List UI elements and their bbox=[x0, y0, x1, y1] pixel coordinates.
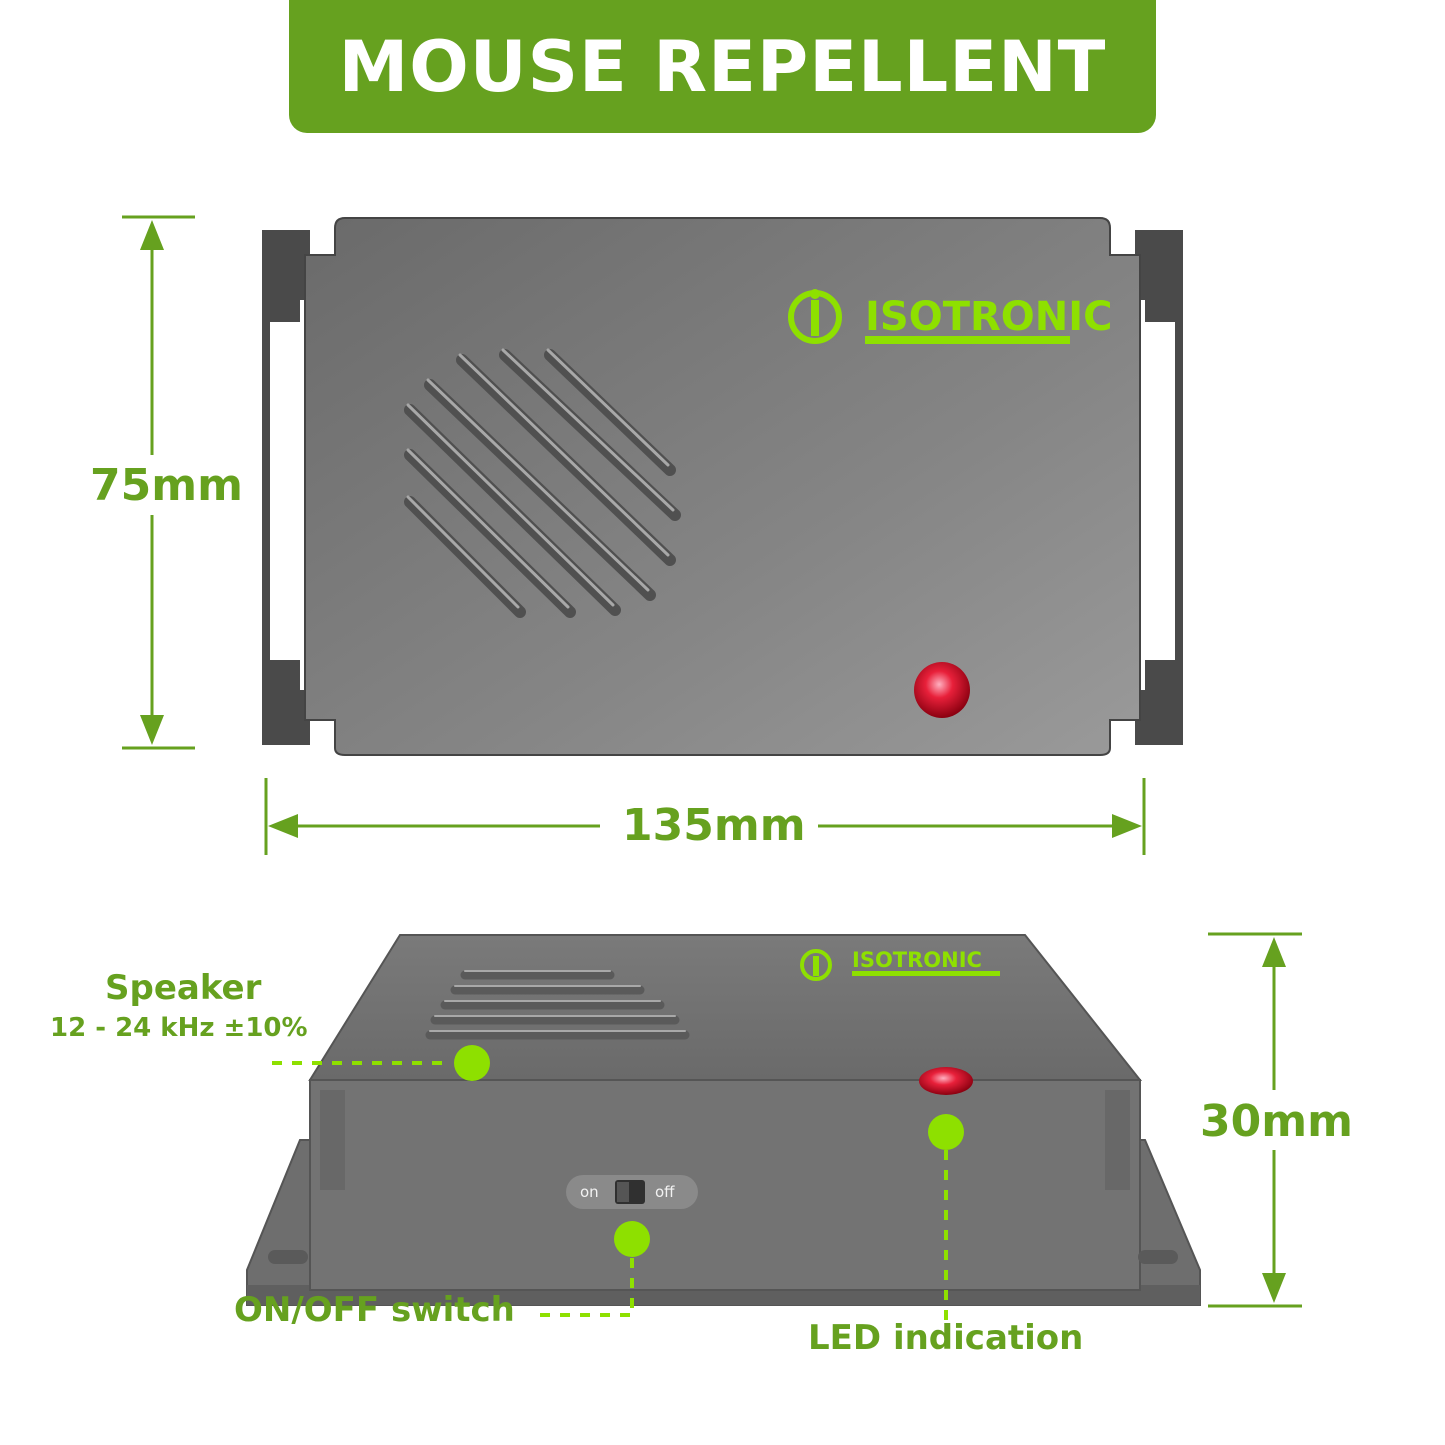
switch-on-label: on bbox=[580, 1183, 599, 1201]
height-dimension-label: 75mm bbox=[90, 460, 243, 512]
speaker-grille-top bbox=[404, 349, 681, 618]
dimension-lines bbox=[122, 215, 1302, 1308]
brand-name-perspective: ISOTRONIC bbox=[852, 948, 982, 972]
brand-logo-perspective bbox=[800, 949, 1000, 981]
depth-dimension-label: 30mm bbox=[1200, 1096, 1353, 1148]
switch-off-label: off bbox=[655, 1183, 675, 1201]
speaker-frequency-label: 12 - 24 kHz ±10% bbox=[50, 1013, 308, 1043]
device-perspective-view: ISOTRONIC bbox=[246, 934, 1201, 1306]
switch-label: ON/OFF switch bbox=[234, 1290, 515, 1330]
title-banner: MOUSE REPELLENT bbox=[289, 0, 1156, 133]
width-dimension-label: 135mm bbox=[610, 800, 818, 852]
callout-markers bbox=[272, 1045, 964, 1330]
brand-logo-top bbox=[788, 289, 1070, 344]
speaker-grille-perspective bbox=[425, 970, 690, 1040]
led-top bbox=[914, 662, 970, 718]
device-top-view: ISOTRONIC bbox=[262, 217, 1183, 756]
led-label: LED indication bbox=[808, 1318, 1084, 1358]
page-title: MOUSE REPELLENT bbox=[338, 25, 1107, 108]
led-perspective bbox=[919, 1067, 973, 1095]
speaker-label: Speaker bbox=[105, 968, 262, 1008]
brand-name-top: ISOTRONIC bbox=[865, 294, 1113, 340]
